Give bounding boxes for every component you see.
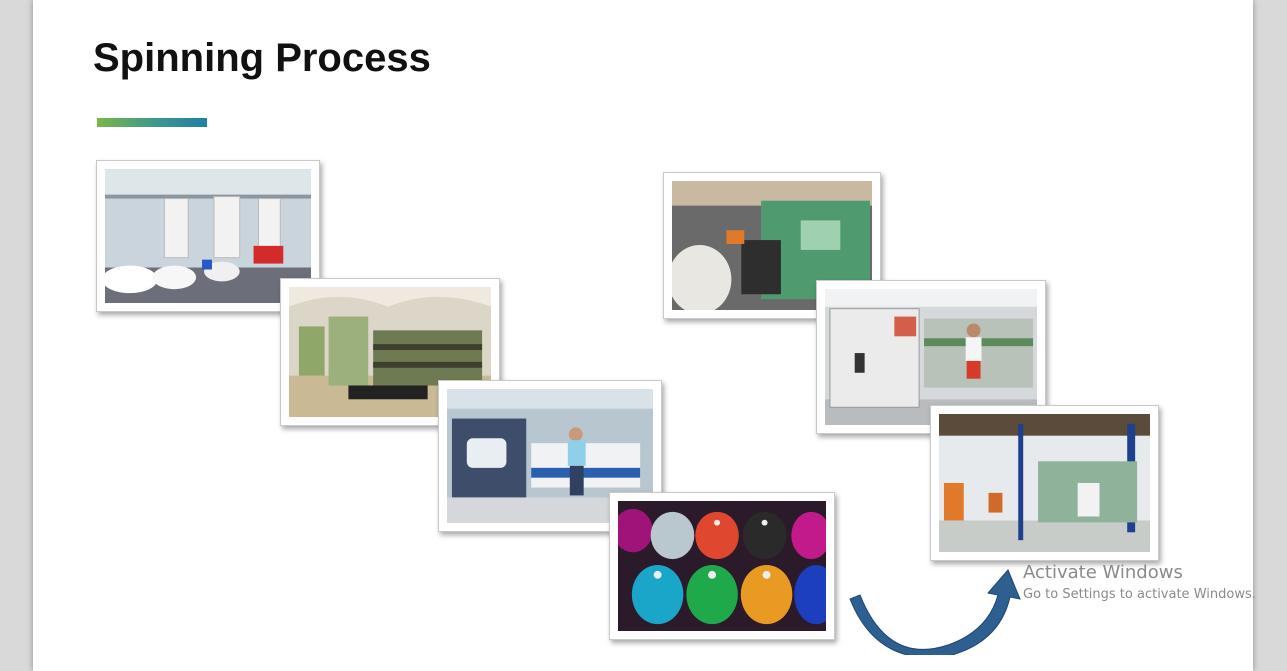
watermark-title: Activate Windows <box>1023 562 1183 583</box>
photo-yarn-cones <box>609 492 835 640</box>
green-spinning-machine-image <box>672 181 872 310</box>
photo-cotton-bales <box>96 160 320 312</box>
factory-floor-image <box>939 414 1150 552</box>
slide: Spinning Process <box>33 0 1253 671</box>
cotton-bale-warehouse-image <box>105 169 311 303</box>
curved-arrow-icon <box>849 569 1021 655</box>
photo-weaving-loom <box>438 380 662 532</box>
title-accent-bar <box>97 118 207 127</box>
slide-title: Spinning Process <box>93 36 431 80</box>
ring-spinning-frame-image <box>825 289 1037 425</box>
colored-yarn-cones-image <box>618 501 826 631</box>
weaving-loom-image <box>447 389 653 523</box>
activate-windows-watermark: Activate Windows Go to Settings to activ… <box>1023 562 1256 602</box>
photo-factory-floor <box>930 405 1159 561</box>
watermark-subtitle: Go to Settings to activate Windows. <box>1023 587 1256 602</box>
